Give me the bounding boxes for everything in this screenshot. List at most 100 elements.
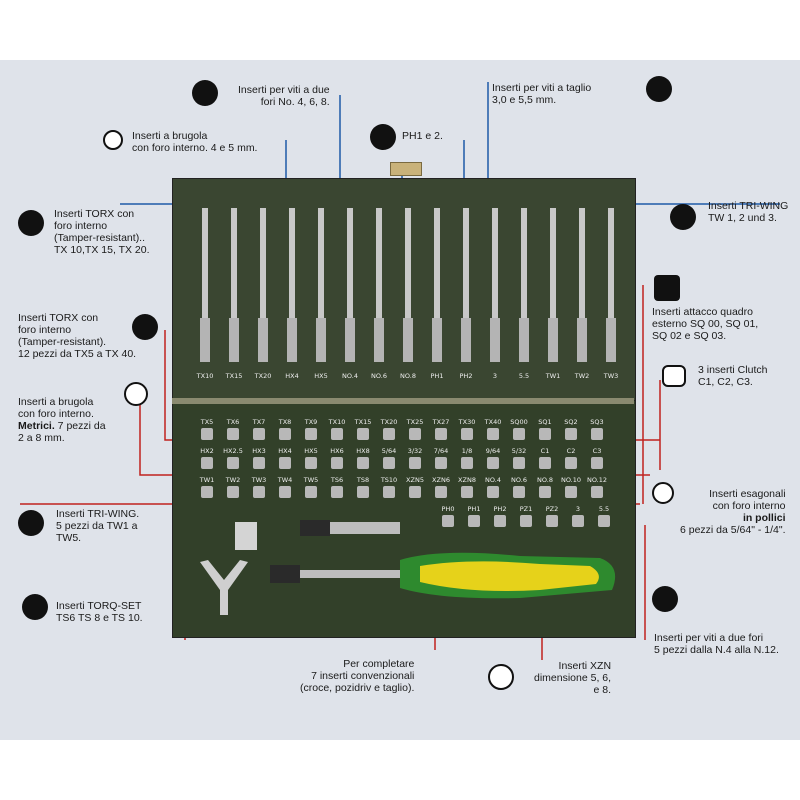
long-bit-label: TX15 [225,372,243,380]
short-bit-label: 3 [575,505,581,513]
square-icon [654,275,680,301]
phillips-icon [370,124,396,150]
short-bit [539,457,551,469]
short-bit-label: PZ1 [519,505,533,513]
short-bit-label: NO.10 [560,476,582,484]
short-bit-label: HX2 [200,447,214,455]
short-bit [331,457,343,469]
short-bit-label: HX8 [356,447,370,455]
long-bit [577,208,587,362]
long-bit [200,208,210,362]
long-bit-label: TW3 [603,372,619,380]
short-bit-label: PH2 [493,505,507,513]
short-bit [513,457,525,469]
hex-inch-icon [652,482,674,504]
short-bit-label: HX4 [278,447,292,455]
short-bit-label: SQ00 [510,418,528,426]
long-bit-label: 5.5 [518,372,530,380]
toolbox-base [172,400,636,638]
long-bit-label: TW1 [545,372,561,380]
label-torqset: Inserti TORQ-SET TS6 TS 8 e TS 10. [56,600,143,624]
long-bit [606,208,616,362]
short-bit-label: TS10 [380,476,398,484]
short-bit [565,457,577,469]
long-bit-label: HX4 [285,372,299,380]
short-bit [539,486,551,498]
short-bit [487,457,499,469]
long-bit-label: 3 [492,372,498,380]
short-bit [409,486,421,498]
short-bit [279,486,291,498]
short-bit [331,428,343,440]
short-bit [435,428,447,440]
short-bit-label: 1/8 [461,447,473,455]
short-bit-label: HX5 [304,447,318,455]
short-bit [357,428,369,440]
long-bit [432,208,442,362]
label-triwing-5: Inserti TRI-WING. 5 pezzi da TW1 a TW5. [56,508,140,544]
long-bit [229,208,239,362]
short-bit-label: C1 [540,447,550,455]
long-bit [287,208,297,362]
short-bit-label: PZ2 [545,505,559,513]
short-bit-label: TX9 [304,418,318,426]
long-bit [519,208,529,362]
label-square: Inserti attacco quadro esterno SQ 00, SQ… [652,306,759,342]
short-bit-label: TX20 [380,418,398,426]
short-bit-label: TX30 [458,418,476,426]
short-bit [461,428,473,440]
short-bit [201,457,213,469]
clutch-icon [662,365,686,387]
long-bit-label: PH1 [430,372,444,380]
short-bit-label: TW4 [277,476,293,484]
short-bit [591,486,603,498]
short-bit [383,457,395,469]
short-bit-label: TX6 [226,418,240,426]
short-bit [305,428,317,440]
short-bit-label: TW3 [251,476,267,484]
short-bit [305,457,317,469]
triwing-hollow-icon [18,510,44,536]
torx-icon [18,210,44,236]
short-bit [539,428,551,440]
short-bit-label: 5/32 [511,447,527,455]
short-bit-label: PH0 [441,505,455,513]
short-bit [546,515,558,527]
long-bit [403,208,413,362]
long-bit [548,208,558,362]
short-bit [227,486,239,498]
short-bit [565,428,577,440]
long-bit-label: TW2 [574,372,590,380]
label-ph: PH1 e 2. [402,130,443,142]
short-bit-label: TS8 [356,476,370,484]
short-bit [357,486,369,498]
short-bit-label: XZN5 [406,476,424,484]
short-bit [253,457,265,469]
long-bit [490,208,500,362]
short-bit-label: 9/64 [485,447,501,455]
long-bit-label: NO.8 [400,372,416,380]
short-bit [227,428,239,440]
short-bit-label: 5.5 [598,505,610,513]
short-bit [435,457,447,469]
short-bit [513,428,525,440]
long-bit-label: HX5 [314,372,328,380]
label-clutch: 3 inserti Clutch C1, C2, C3. [698,364,768,388]
label-torx-12: Inserti TORX con foro interno (Tamper-re… [18,312,137,360]
short-bit [383,486,395,498]
label-hex-hollow: Inserti a brugola con foro interno. 4 e … [132,130,258,154]
short-bit [591,428,603,440]
long-bit [345,208,355,362]
long-bit-label: TX20 [254,372,272,380]
two-hole-icon [192,80,218,106]
long-bit-label: NO.4 [342,372,358,380]
clasp [390,162,422,176]
long-bit [258,208,268,362]
short-bit-label: NO.6 [511,476,527,484]
short-bit [591,457,603,469]
short-bit-label: 7/64 [433,447,449,455]
short-bit [461,457,473,469]
